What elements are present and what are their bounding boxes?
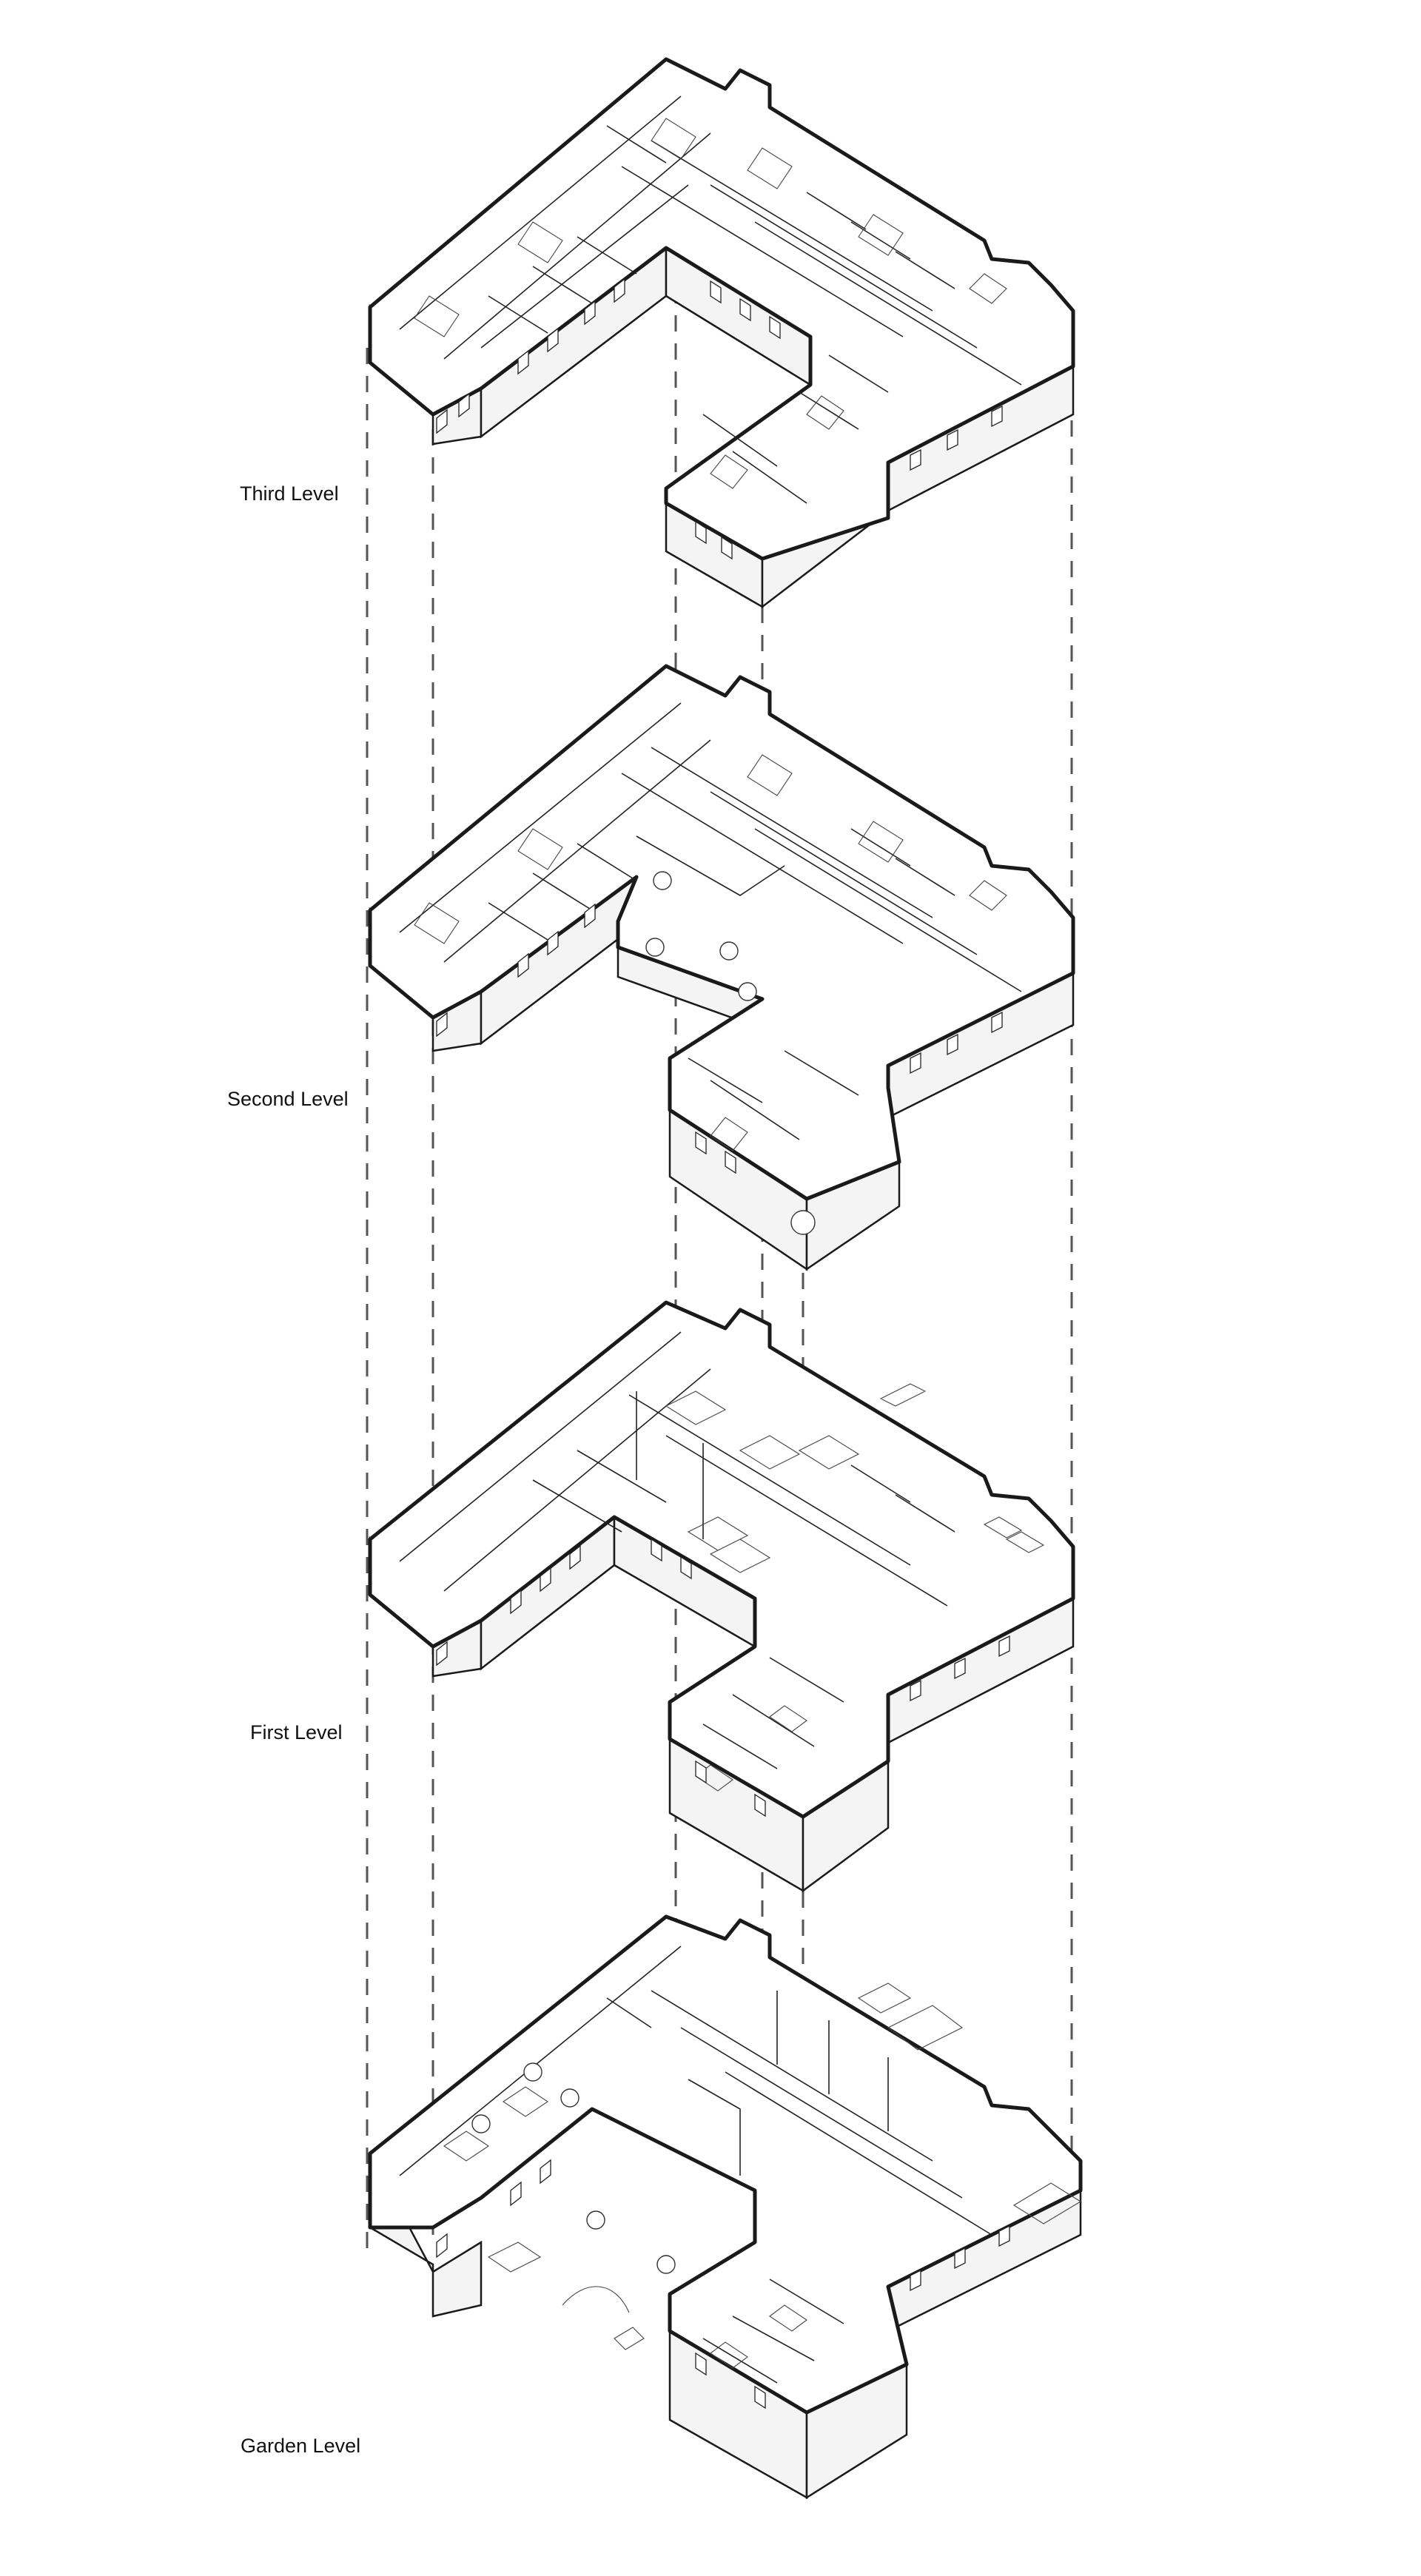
second-level-plan [368, 664, 1075, 1271]
furniture [665, 1383, 1045, 1792]
table [471, 2114, 491, 2133]
floor-outline [368, 1914, 1083, 2415]
table [653, 871, 672, 890]
level-label-first: First Level [250, 1721, 343, 1743]
furniture [414, 118, 1007, 489]
table [656, 2255, 676, 2274]
table [560, 2088, 580, 2108]
level-label-third: Third Level [240, 482, 339, 505]
furniture [414, 754, 1007, 1151]
room-partitions [399, 95, 1022, 504]
room-partitions [399, 1331, 955, 1769]
window [436, 1538, 1010, 1817]
window [436, 2159, 1010, 2409]
table [790, 1210, 816, 1235]
table [586, 2210, 605, 2230]
table [738, 982, 757, 1001]
floor-outline [368, 664, 1075, 1201]
first-level-plan [368, 1300, 1075, 1893]
floor-outline [368, 57, 1075, 561]
furniture [443, 1983, 1082, 2369]
level-label-garden: Garden Level [241, 2435, 361, 2457]
level-label-second: Second Level [227, 1088, 349, 1110]
third-level-plan [368, 57, 1075, 609]
table [719, 941, 739, 961]
table [523, 2062, 542, 2082]
window [436, 278, 1003, 560]
window [436, 903, 1003, 1174]
wall-face [369, 2153, 483, 2318]
room-partitions [399, 702, 1022, 1140]
table [645, 938, 665, 957]
room-partitions [399, 1946, 992, 2384]
floor-outline [368, 1300, 1075, 1819]
garden-level-plan [368, 1914, 1083, 2500]
